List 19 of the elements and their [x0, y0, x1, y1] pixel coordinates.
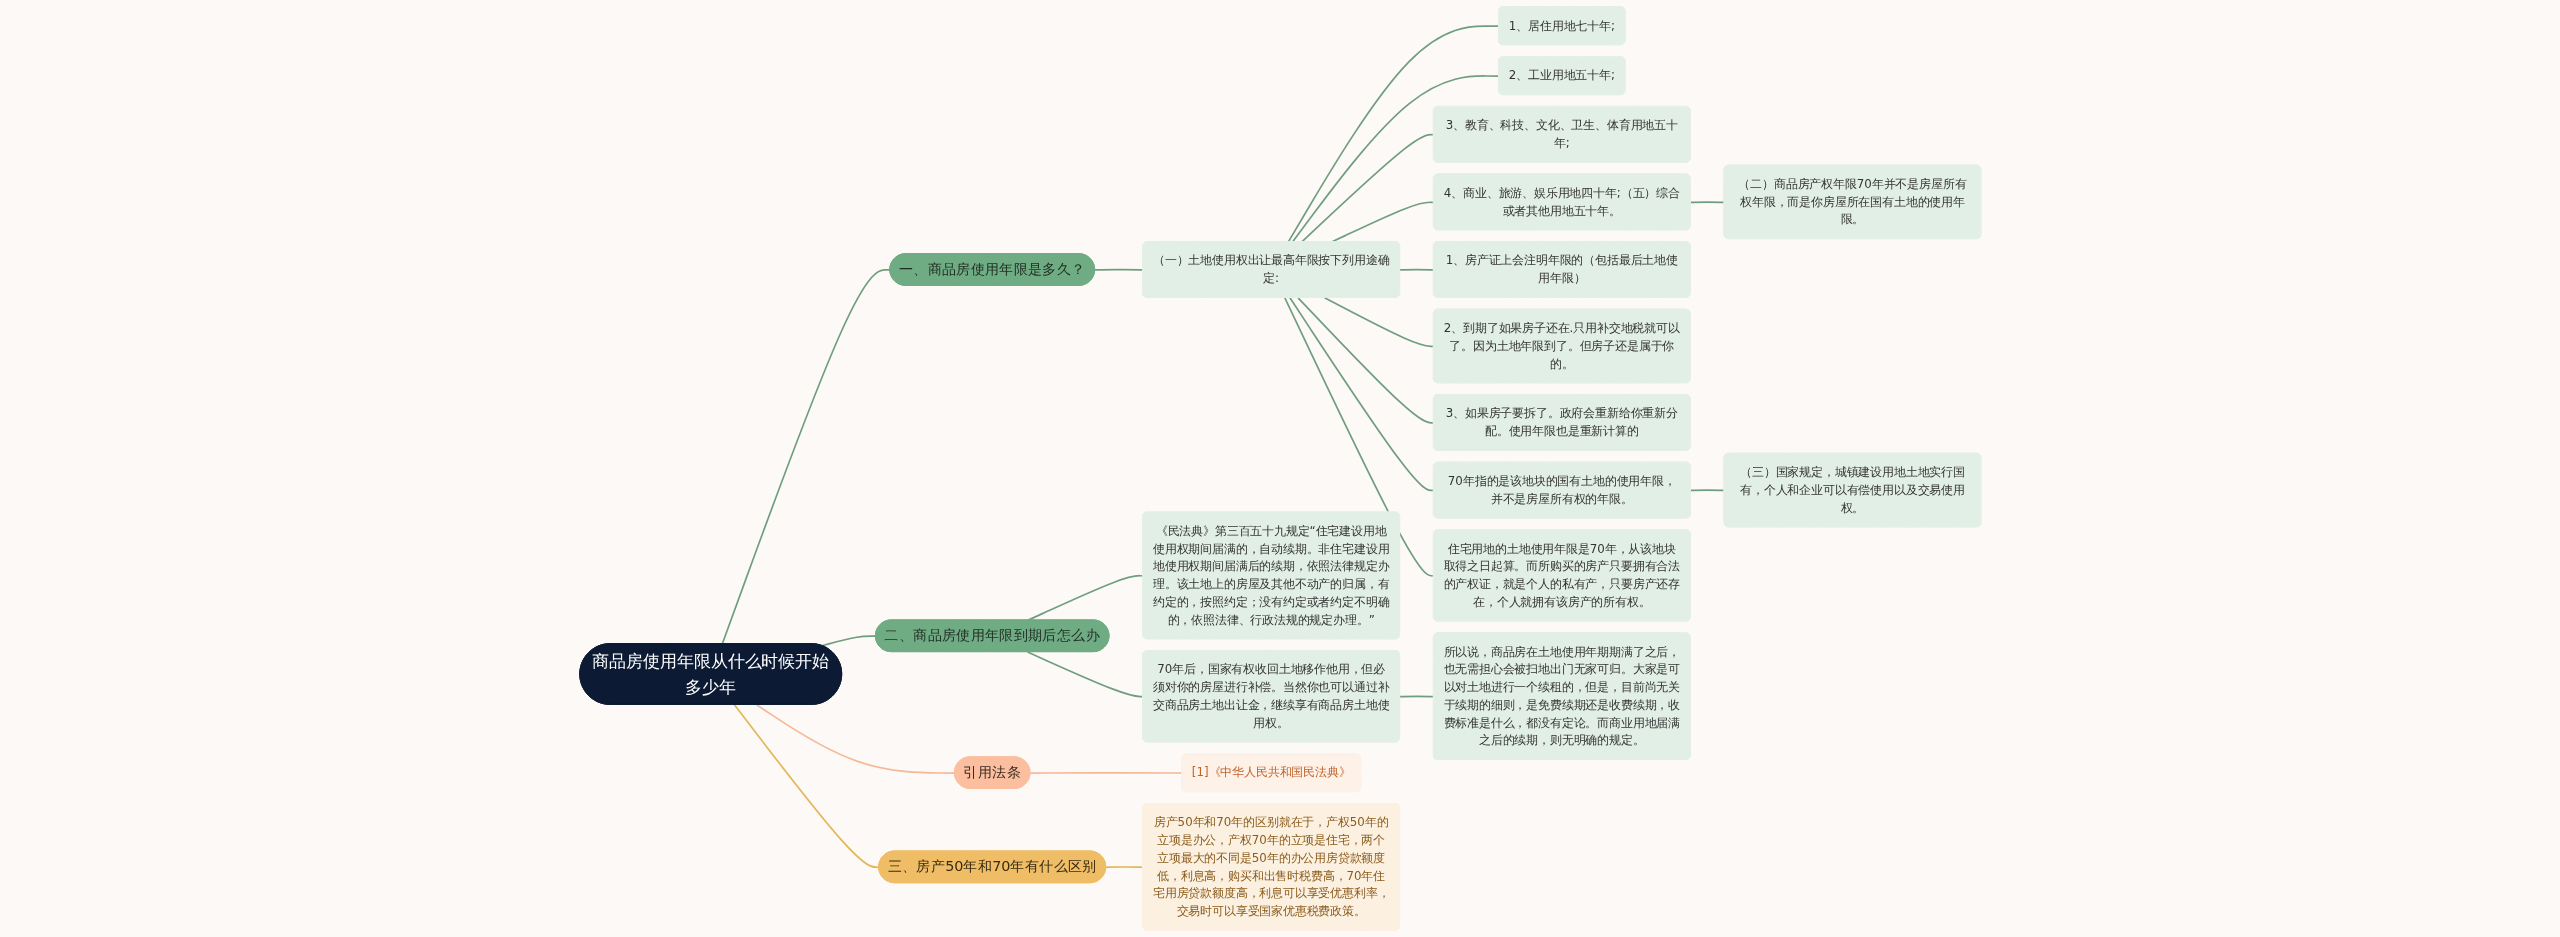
- connector: [1287, 25, 1500, 243]
- connector: [1300, 133, 1435, 243]
- connector: [820, 635, 877, 647]
- connector: [1291, 75, 1500, 243]
- connector: [1288, 296, 1435, 492]
- connector: [1689, 489, 1725, 492]
- connector: [1093, 268, 1144, 271]
- connector: [1398, 695, 1435, 698]
- connector: [1026, 651, 1144, 698]
- connector: [1398, 268, 1435, 271]
- connector: [1283, 296, 1435, 577]
- connector: [755, 704, 956, 774]
- connector: [721, 269, 891, 645]
- connector: [1104, 866, 1144, 869]
- connector: [1323, 296, 1435, 348]
- connector: [733, 704, 880, 869]
- connector: [1296, 296, 1435, 424]
- connector: [1689, 201, 1725, 204]
- connector: [1029, 771, 1183, 774]
